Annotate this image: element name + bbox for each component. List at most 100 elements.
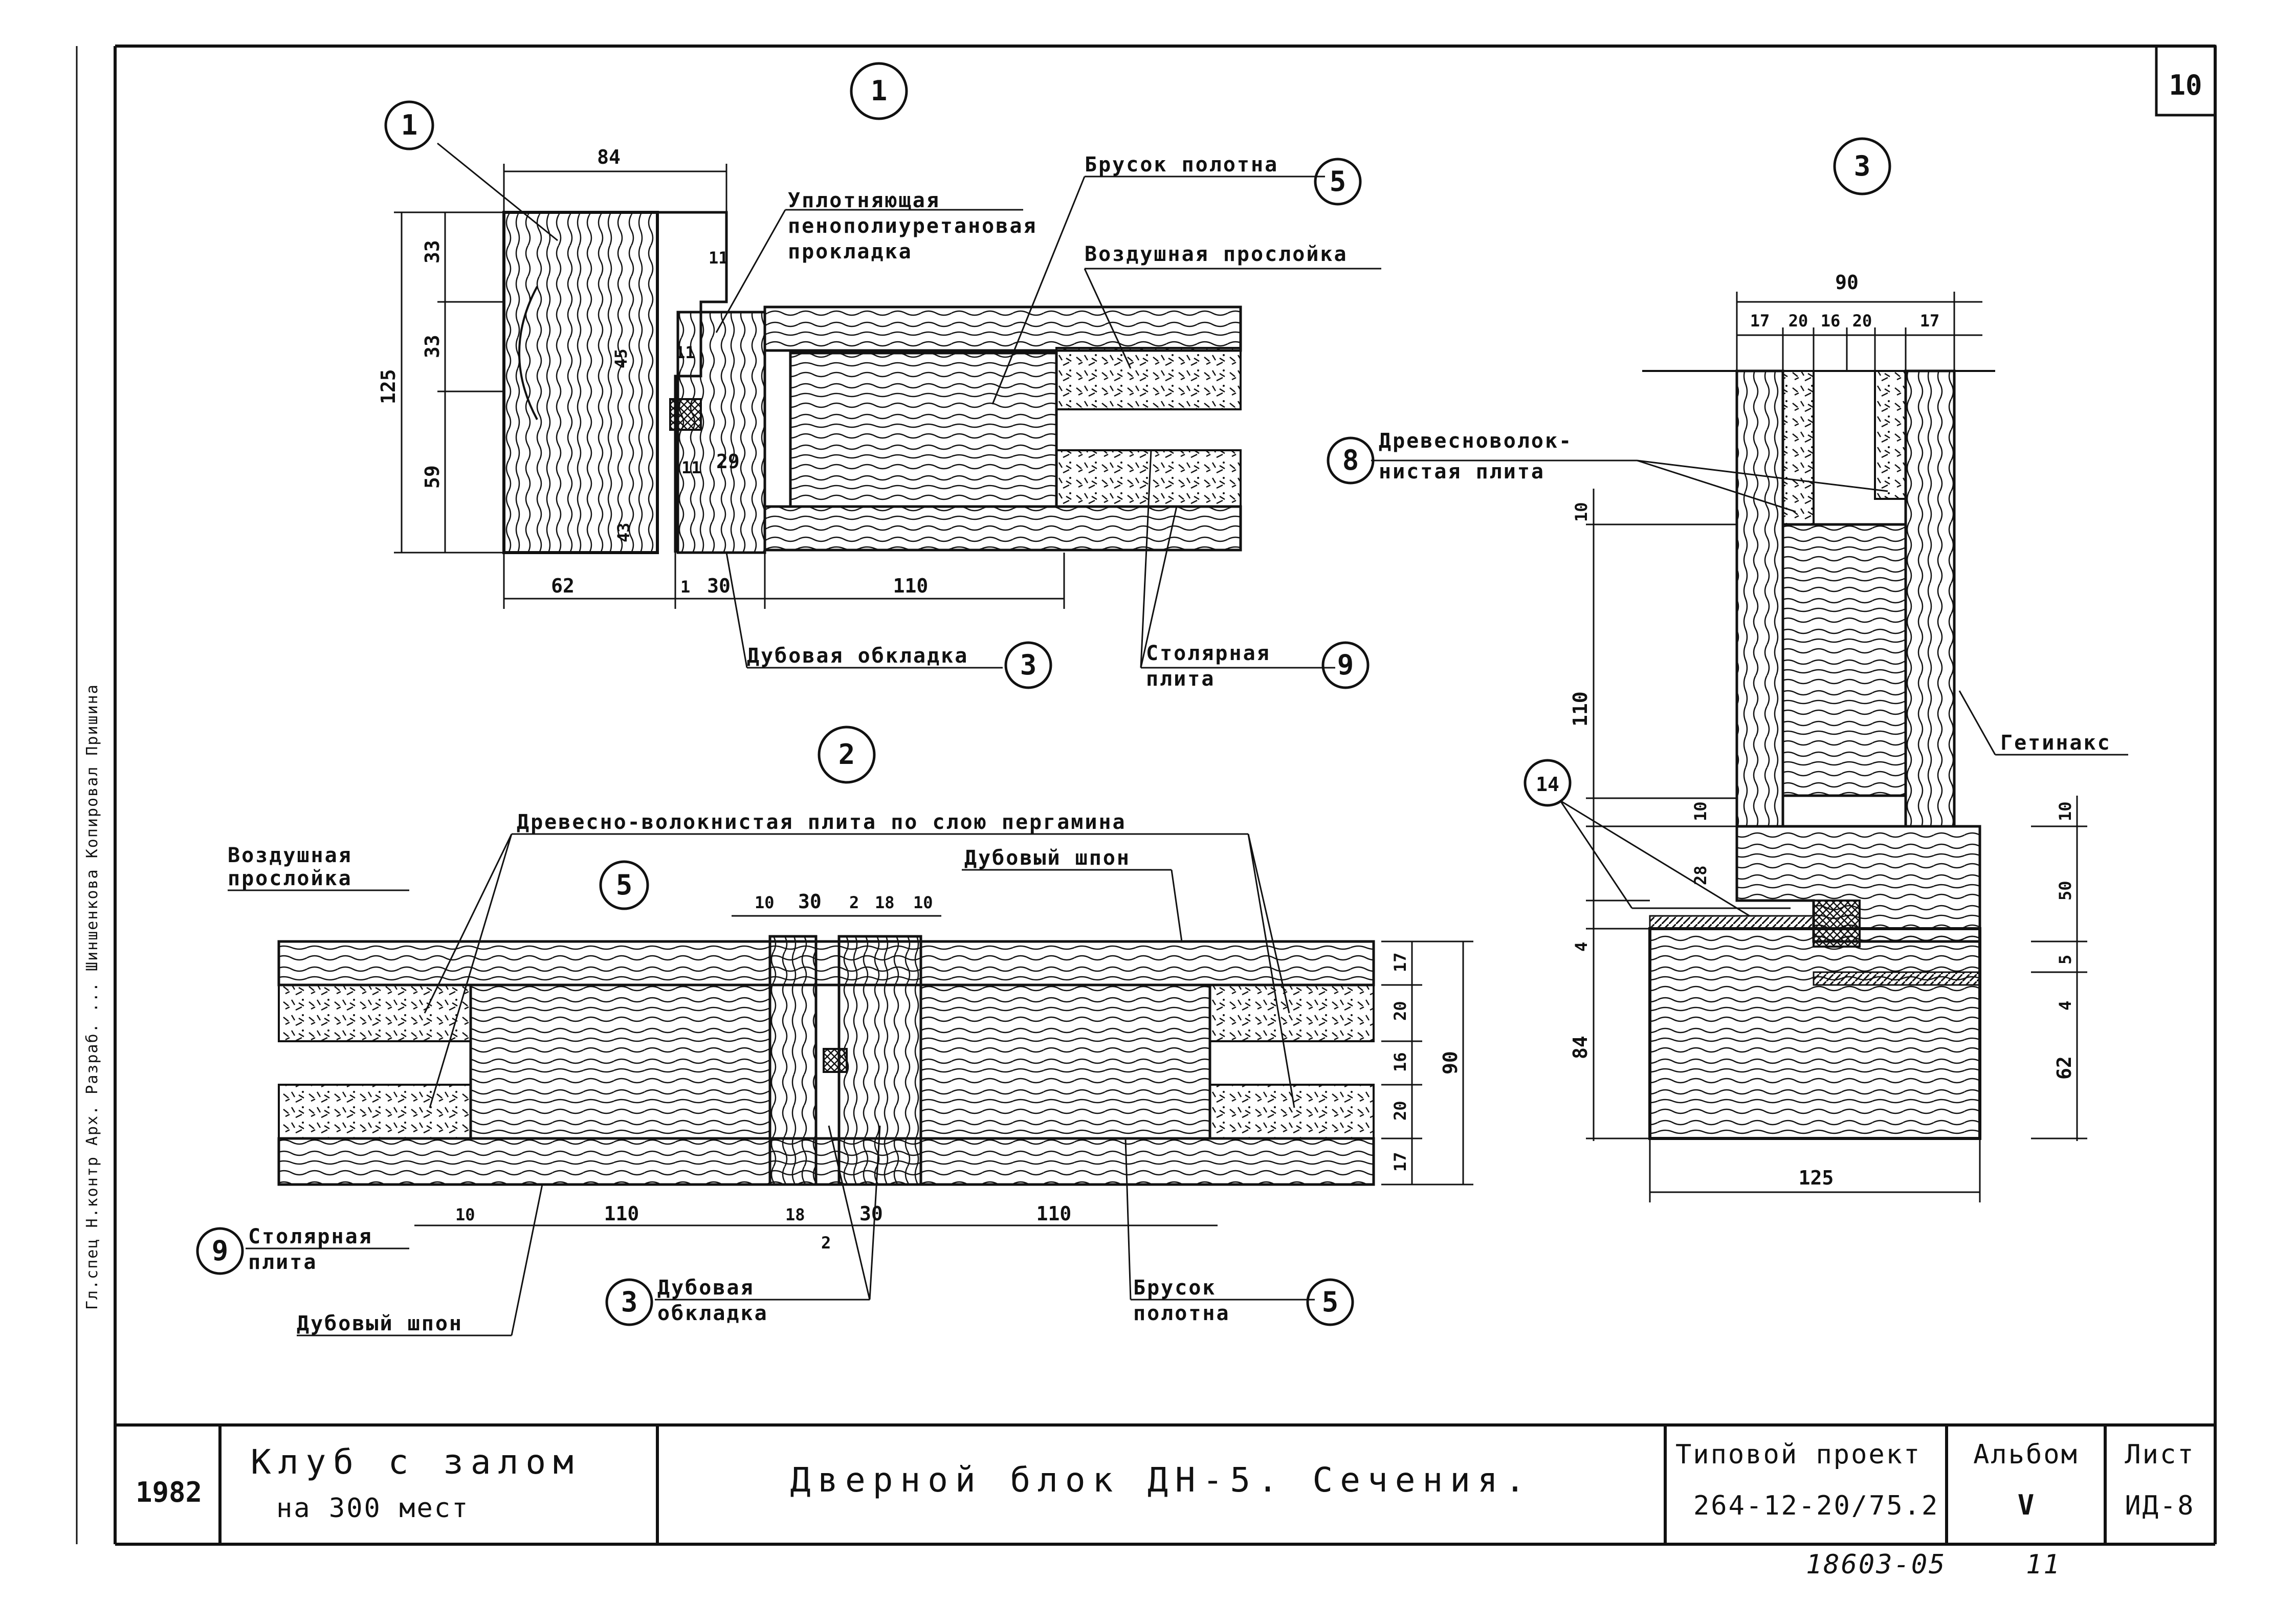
bottom-sheet: 11 bbox=[2026, 1549, 2061, 1580]
fiber-board-top-r bbox=[1209, 984, 1375, 1042]
dim-84: 84 bbox=[1569, 1036, 1592, 1059]
dim-11a: 11 bbox=[709, 248, 728, 268]
oak-lining bbox=[676, 311, 766, 554]
dim-17b: 17 bbox=[1920, 311, 1940, 331]
fiber-board-top bbox=[278, 984, 472, 1042]
dim-62: 62 bbox=[551, 575, 575, 597]
fiber-board-top bbox=[1055, 347, 1242, 410]
label-seal-2: пенополиуретановая bbox=[788, 214, 1037, 238]
dim-30a: 30 bbox=[798, 890, 822, 913]
section-marker-circle bbox=[850, 62, 908, 120]
side-stamp: Гл.спец Н.контр Арх. Разраб. ... Шиншенк… bbox=[83, 684, 101, 1310]
dim-2b: 2 bbox=[821, 1233, 831, 1253]
typical-project-code: 264-12-20/75.2 bbox=[1693, 1490, 1939, 1521]
door-bar bbox=[1781, 523, 1907, 797]
seal-strip bbox=[823, 1048, 848, 1073]
callout-1: 1 bbox=[401, 109, 418, 141]
dim-90: 90 bbox=[1835, 271, 1859, 294]
fiber-board-left bbox=[1782, 370, 1815, 525]
typical-project-label: Типовой проект bbox=[1675, 1439, 1921, 1470]
dim-50: 50 bbox=[2056, 881, 2075, 901]
dim-18a: 18 bbox=[875, 893, 895, 912]
callout-5b: 5 bbox=[1322, 1286, 1339, 1318]
callout-5: 5 bbox=[616, 869, 633, 901]
page-number: 10 bbox=[2169, 69, 2202, 101]
dim-18b: 18 bbox=[785, 1205, 805, 1224]
callout-circle bbox=[605, 1278, 653, 1326]
callout-circle bbox=[1306, 1278, 1354, 1326]
frame-grain-arc bbox=[518, 286, 538, 420]
door-bar bbox=[789, 352, 1058, 508]
callout-circle bbox=[1327, 436, 1375, 485]
dim-10b: 10 bbox=[913, 893, 933, 912]
veneer-top bbox=[763, 305, 1242, 352]
callout-circle bbox=[1314, 158, 1362, 206]
label-fiber-1: Древесноволок- bbox=[1379, 429, 1573, 453]
callout-5: 5 bbox=[1330, 165, 1346, 198]
sheet-title: Дверной блок ДН-5. Сечения. bbox=[790, 1460, 1533, 1500]
label-ply-2: плита bbox=[1146, 667, 1215, 691]
door-bar-right bbox=[919, 983, 1211, 1140]
dim-4: 4 bbox=[1572, 942, 1591, 952]
sheet-label: Лист bbox=[2125, 1439, 2195, 1470]
dim-30b: 30 bbox=[859, 1202, 883, 1225]
dim-16: 16 bbox=[1821, 311, 1841, 331]
label-air-1: Воздушная bbox=[228, 844, 352, 867]
getinax-left bbox=[1735, 369, 1784, 828]
dim-59: 59 bbox=[421, 465, 444, 489]
getinax-right bbox=[1904, 369, 1956, 828]
dim-20a: 20 bbox=[1789, 311, 1808, 331]
dim-33b: 33 bbox=[421, 335, 444, 358]
dim-84: 84 bbox=[597, 146, 621, 168]
callout-circle bbox=[1524, 759, 1572, 807]
dimension-lines bbox=[1586, 292, 2087, 1202]
section-marker-2: 2 bbox=[838, 738, 855, 771]
dim-16: 16 bbox=[1390, 1052, 1410, 1072]
dim-10c: 10 bbox=[455, 1205, 475, 1224]
title-block bbox=[115, 1423, 2215, 1544]
label-ply-2: плита bbox=[248, 1251, 317, 1274]
dim-10b: 10 bbox=[1691, 801, 1710, 821]
oak-lining-left bbox=[768, 935, 818, 1186]
label-seal-3: прокладка bbox=[788, 240, 913, 264]
dim-125: 125 bbox=[377, 369, 400, 404]
dim-29: 29 bbox=[716, 450, 740, 473]
callout-circle bbox=[1321, 641, 1370, 689]
section-3: 3 bbox=[1327, 137, 2128, 1202]
dim-5: 5 bbox=[2056, 955, 2075, 964]
label-air-2: прослойка bbox=[228, 867, 352, 890]
callout-circle bbox=[384, 100, 434, 150]
project-name-1: Клуб с залом bbox=[251, 1442, 581, 1482]
veneer-bottom bbox=[763, 505, 1242, 552]
door-bar-left bbox=[469, 983, 771, 1140]
album-value: V bbox=[2018, 1489, 2035, 1521]
dim-20a: 20 bbox=[1390, 1001, 1410, 1021]
project-name-2: на 300 мест bbox=[276, 1493, 469, 1524]
title-year: 1982 bbox=[136, 1476, 202, 1508]
album-label: Альбом bbox=[1973, 1439, 2079, 1470]
leader-lines bbox=[437, 142, 1381, 669]
callout-circle bbox=[1004, 641, 1052, 689]
label-bar-1: Брусок bbox=[1133, 1276, 1217, 1300]
dim-30: 30 bbox=[707, 575, 731, 597]
leader-lines bbox=[228, 833, 1315, 1336]
sheet-frame bbox=[76, 45, 2217, 1546]
dim-11b: 11 bbox=[675, 343, 695, 362]
callout-8: 8 bbox=[1342, 444, 1359, 476]
dimension-lines bbox=[394, 164, 1065, 609]
dim-110b: 110 bbox=[1036, 1202, 1072, 1225]
callout-3: 3 bbox=[1020, 649, 1037, 681]
label-ply-1: Столярная bbox=[1146, 642, 1271, 665]
dim-110: 110 bbox=[1569, 691, 1592, 727]
dim-10r: 10 bbox=[2056, 801, 2075, 821]
leader-lines bbox=[1371, 459, 2128, 917]
dim-20b: 20 bbox=[1390, 1101, 1410, 1121]
dim-90: 90 bbox=[1439, 1051, 1462, 1074]
oak-lining-right bbox=[837, 935, 922, 1186]
label-fiber-2: нистая плита bbox=[1379, 460, 1545, 484]
dim-43: 43 bbox=[614, 522, 633, 542]
section-marker-1: 1 bbox=[871, 75, 888, 107]
bottom-code: 18603-05 bbox=[1806, 1549, 1946, 1580]
oak-frame bbox=[502, 211, 659, 554]
